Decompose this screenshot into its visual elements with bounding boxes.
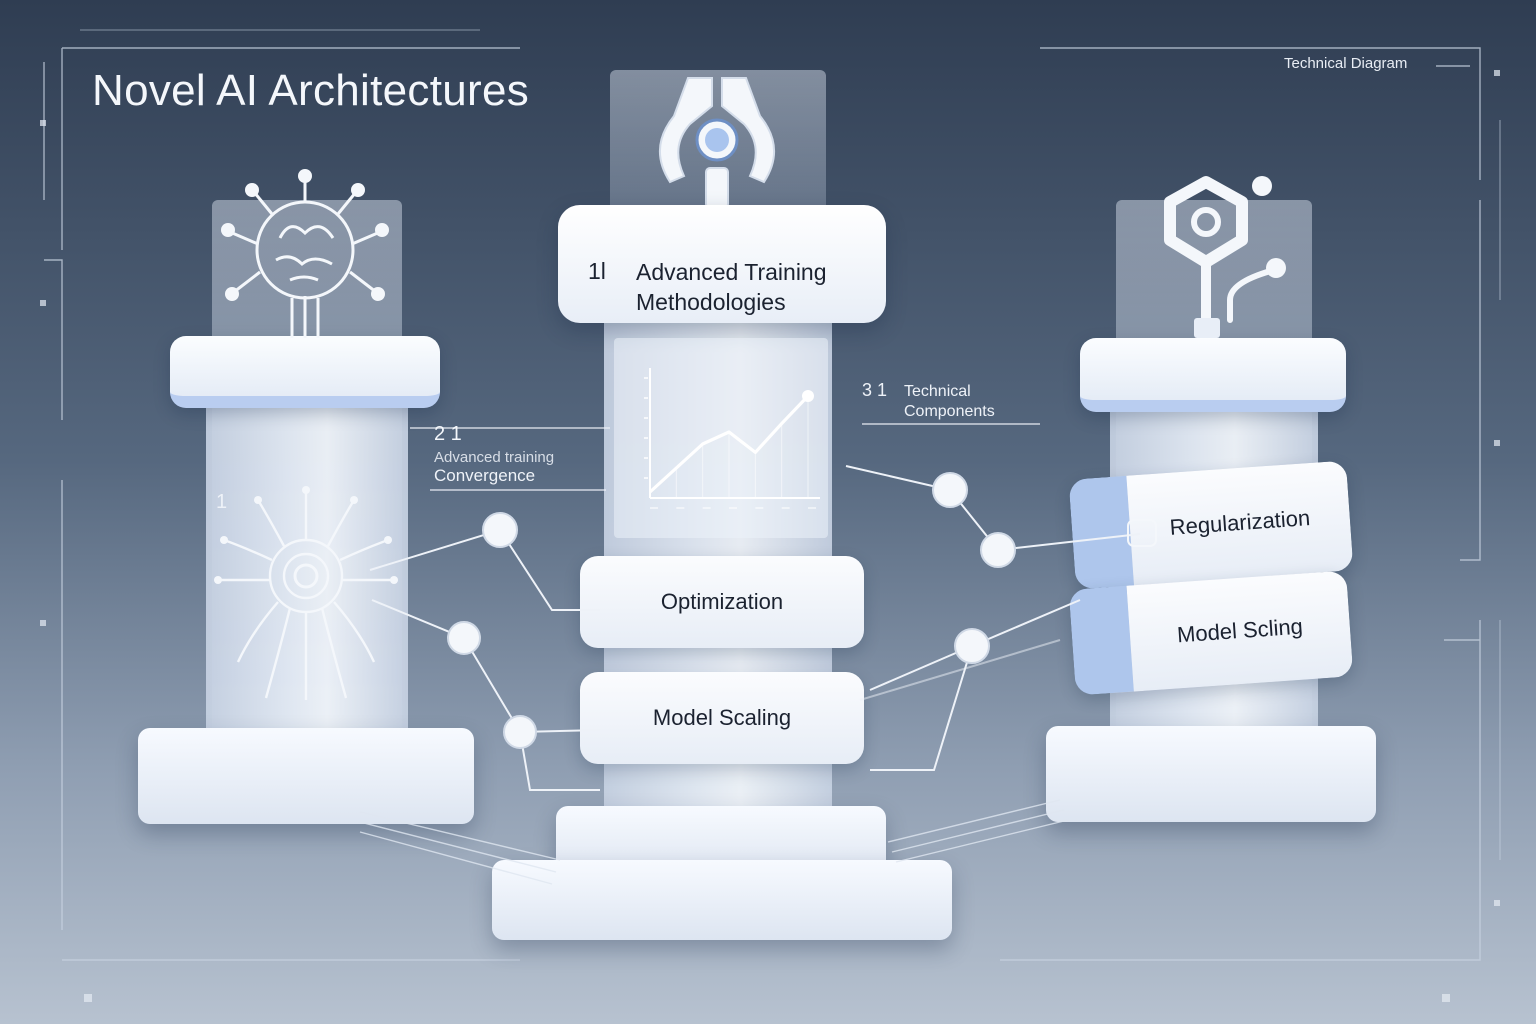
center-block-model-scaling: Model Scaling bbox=[580, 672, 864, 764]
chart-end-point bbox=[802, 390, 814, 402]
center-title: Advanced Training Methodologies bbox=[636, 259, 827, 315]
connector-node bbox=[503, 715, 537, 749]
left-column-top-slab bbox=[170, 336, 440, 408]
connector-node bbox=[447, 621, 481, 655]
right-column-top-slab bbox=[1080, 338, 1346, 412]
right-note-index: 3 1 bbox=[862, 380, 888, 400]
connector-node bbox=[980, 532, 1016, 568]
corner-tag: Technical Diagram bbox=[1284, 55, 1408, 72]
connector-node bbox=[954, 628, 990, 664]
right-note-label: Technical Components bbox=[904, 383, 995, 420]
right-column-base bbox=[1046, 726, 1376, 822]
page-title: Novel AI Architectures bbox=[92, 66, 530, 115]
left-index: 1 bbox=[216, 491, 228, 513]
center-index: 1l bbox=[588, 258, 606, 284]
connector-node bbox=[932, 472, 968, 508]
left-column-base bbox=[138, 728, 474, 824]
robot-hand-icon bbox=[652, 72, 782, 217]
center-block-optimization: Optimization bbox=[580, 556, 864, 648]
center-column-base-lower bbox=[492, 860, 952, 940]
neural-circuit-icon bbox=[206, 480, 406, 715]
brain-icon bbox=[210, 168, 400, 353]
left-note-index: 2 1 bbox=[434, 423, 462, 445]
left-note-label: Convergence bbox=[434, 466, 536, 485]
hexagon-node-icon bbox=[1150, 170, 1290, 345]
left-note-sublabel: Advanced training bbox=[434, 449, 555, 466]
center-cap-block bbox=[558, 205, 886, 323]
training-chart bbox=[644, 368, 820, 509]
chart-series-line bbox=[648, 394, 810, 494]
connector-node bbox=[482, 512, 518, 548]
